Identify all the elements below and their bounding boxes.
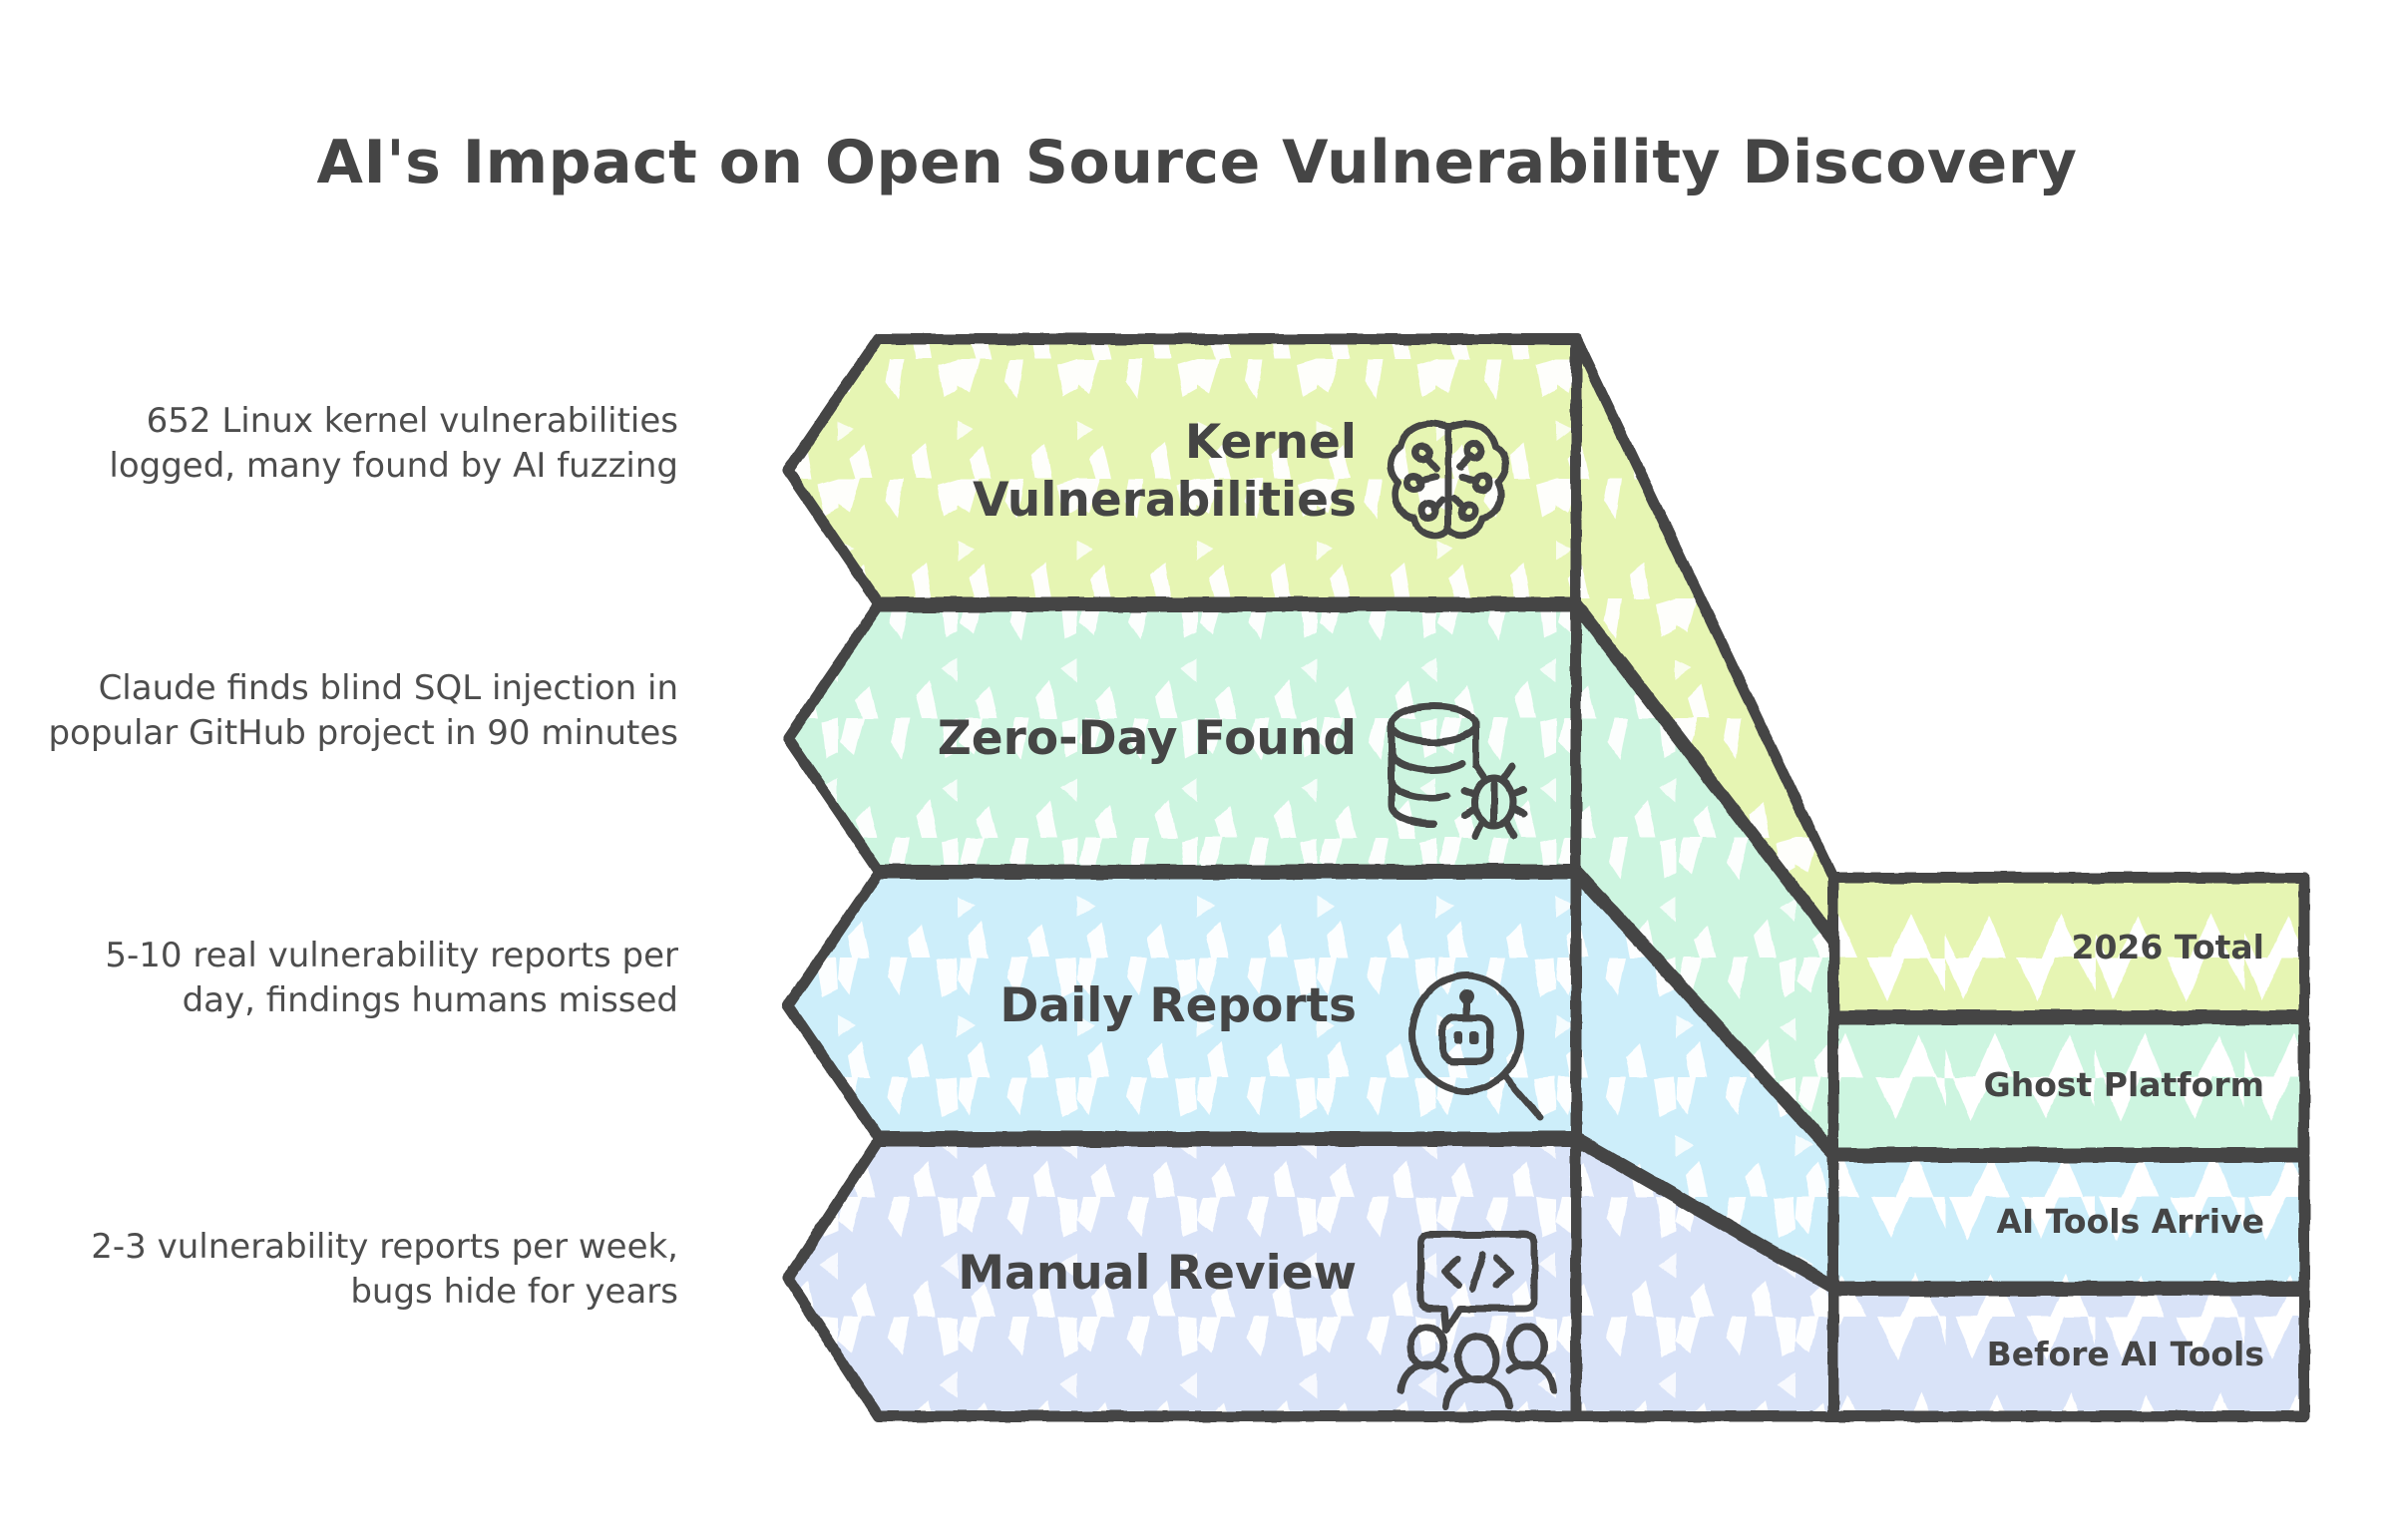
- band-label-manual-review: Manual Review: [958, 1246, 1357, 1301]
- robot-search-icon: [1408, 971, 1544, 1121]
- database-bug-icon: [1388, 702, 1528, 840]
- right-label-ghost-platform: Ghost Platform: [1983, 1065, 2264, 1104]
- brain-icon: [1387, 420, 1510, 539]
- band-label-zero-day-found: Zero-Day Found: [937, 711, 1357, 766]
- page-title: AI's Impact on Open Source Vulnerability…: [316, 128, 2078, 197]
- code-people-icon: [1396, 1231, 1558, 1410]
- band-shape-4: [782, 1135, 1582, 1422]
- band-manual-review[interactable]: [782, 1135, 2310, 1422]
- annotation-4: 2-3 vulnerability reports per week, bugs…: [91, 1227, 678, 1312]
- annotation-1: 652 Linux kernel vulnerabilities logged,…: [109, 401, 678, 486]
- right-label-before-ai-tools: Before AI Tools: [1986, 1335, 2264, 1373]
- band-label-daily-reports: Daily Reports: [999, 978, 1357, 1033]
- right-label-ai-tools-arrive: AI Tools Arrive: [1996, 1202, 2264, 1241]
- annotation-3: 5-10 real vulnerability reports per day,…: [105, 936, 678, 1020]
- right-box-4[interactable]: [1827, 1285, 2310, 1422]
- annotation-2: Claude finds blind SQL injection in popu…: [48, 668, 678, 753]
- band-label-kernel-vulnerabilities: Kernel Vulnerabilities: [973, 415, 1357, 528]
- right-label-2026-total: 2026 Total: [2071, 928, 2265, 966]
